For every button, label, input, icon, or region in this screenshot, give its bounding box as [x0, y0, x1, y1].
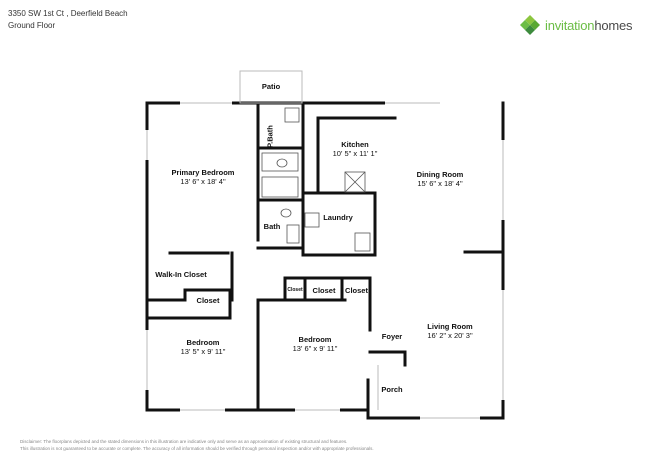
logo-wordmark: invitationhomes	[545, 17, 633, 33]
room-bath: Bath	[263, 222, 281, 231]
room-laundry: Laundry	[323, 213, 353, 222]
room-closet-1: Closet	[196, 296, 220, 305]
floor-label: Ground Floor	[8, 21, 56, 30]
room-patio: Patio	[261, 82, 281, 91]
room-walk-in-closet: Walk-In Closet	[155, 270, 207, 279]
room-closet-3: Closet	[345, 286, 368, 295]
room-closet-small: Closet	[287, 287, 303, 293]
logo-mark-icon	[520, 15, 540, 35]
disclaimer-line-2: This illustration is not guaranteed to b…	[20, 446, 374, 451]
room-p-bath: P.Bath	[265, 125, 275, 148]
disclaimer-line-1: Disclaimer: The floorplans depicted and …	[20, 439, 348, 444]
room-closet-2: Closet	[312, 286, 336, 295]
room-foyer: Foyer	[381, 332, 403, 341]
room-porch: Porch	[381, 385, 403, 394]
property-address: 3350 SW 1st Ct , Deerfield Beach	[8, 9, 128, 18]
invitation-homes-logo: invitationhomes	[519, 14, 633, 36]
